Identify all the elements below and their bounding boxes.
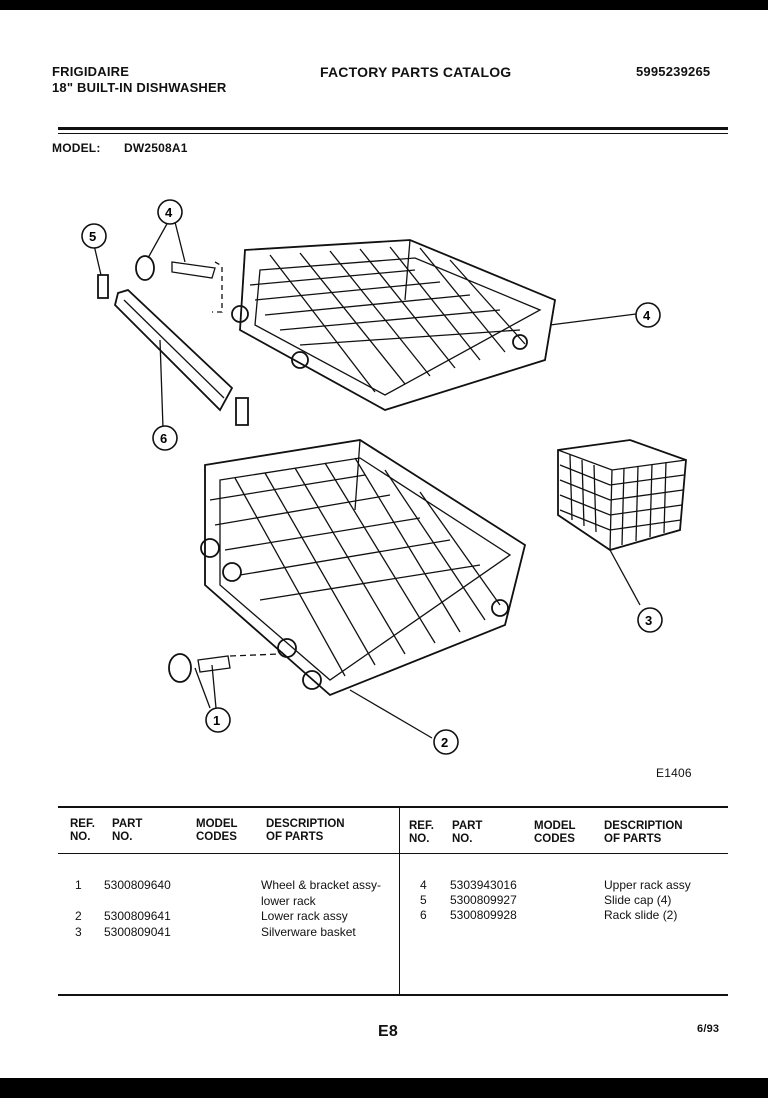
exploded-parts-diagram: 4 5 4 6 3 1 2 <box>81 199 687 755</box>
svg-text:2: 2 <box>441 735 448 750</box>
lower-rack-drawing <box>200 439 527 697</box>
silverware-basket-drawing <box>557 439 687 551</box>
svg-text:4: 4 <box>643 308 651 323</box>
scan-bottom-border <box>0 1078 768 1098</box>
table-row-part: 5303943016 <box>450 878 517 892</box>
callout-3: 3 <box>637 607 663 633</box>
model-value: DW2508A1 <box>124 141 188 155</box>
table-row-desc-cont: lower rack <box>261 894 316 908</box>
catalog-title: FACTORY PARTS CATALOG <box>320 64 512 80</box>
catalog-number: 5995239265 <box>636 64 711 79</box>
table-row-part: 5300809641 <box>104 909 171 923</box>
revision-date: 6/93 <box>697 1023 720 1035</box>
header-rule-thin <box>58 133 728 134</box>
table-row-desc: Silverware basket <box>261 925 356 939</box>
figure-code: E1406 <box>656 766 692 780</box>
table-row-desc: Slide cap (4) <box>604 893 672 907</box>
callout-4-top: 4 <box>157 199 183 225</box>
col-ref-header: REF.NO. <box>70 818 95 843</box>
brand-name: FRIGIDAIRE <box>52 64 130 79</box>
table-row-ref: 6 <box>420 908 427 922</box>
table-row-ref: 3 <box>75 925 82 939</box>
table-row-part: 5300809041 <box>104 925 171 939</box>
page-code: E8 <box>378 1023 398 1040</box>
table-divider <box>399 806 400 996</box>
table-row-part: 5300809640 <box>104 878 171 892</box>
table-bottom-rule <box>58 994 728 996</box>
table-row-desc: Rack slide (2) <box>604 908 678 922</box>
table-row-ref: 1 <box>75 878 82 892</box>
lower-wheel-bracket-drawing <box>168 653 281 683</box>
product-name: 18" BUILT-IN DISHWASHER <box>52 80 227 95</box>
col-ref-header-right: REF.NO. <box>409 820 434 845</box>
upper-wheel-bracket-drawing <box>135 255 223 313</box>
table-row-desc: Upper rack assy <box>604 878 691 892</box>
table-row-part: 5300809927 <box>450 893 517 907</box>
svg-text:3: 3 <box>645 613 652 628</box>
slide-cap-drawing <box>97 274 249 426</box>
table-row-ref: 2 <box>75 909 82 923</box>
scan-top-border <box>0 0 768 10</box>
callout-1: 1 <box>205 707 231 733</box>
callout-2: 2 <box>433 729 459 755</box>
model-label: MODEL: <box>52 141 101 155</box>
table-header-rule <box>58 853 728 854</box>
svg-text:4: 4 <box>165 205 173 220</box>
table-top-rule <box>58 806 728 808</box>
svg-text:6: 6 <box>160 431 167 446</box>
upper-rack-drawing <box>231 239 557 411</box>
rack-slide-drawing <box>114 288 234 412</box>
callout-6: 6 <box>152 425 178 451</box>
header-rule <box>58 127 728 130</box>
callout-5: 5 <box>81 223 107 249</box>
table-row-part: 5300809928 <box>450 908 517 922</box>
table-row-desc: Lower rack assy <box>261 909 348 923</box>
svg-text:1: 1 <box>213 713 220 728</box>
table-row-ref: 4 <box>420 878 427 892</box>
svg-text:5: 5 <box>89 229 96 244</box>
table-row-desc: Wheel & bracket assy- <box>261 878 382 892</box>
callout-4-right: 4 <box>635 302 661 328</box>
table-row-ref: 5 <box>420 893 427 907</box>
